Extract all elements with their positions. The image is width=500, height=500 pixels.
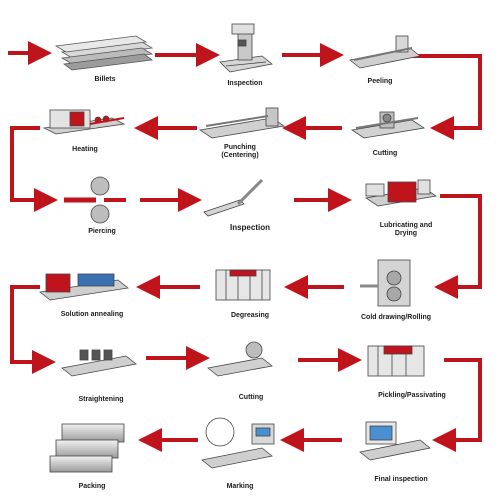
heating-furnace-icon	[42, 109, 126, 135]
degreasing-tank-icon	[215, 269, 271, 301]
flow-arrows	[8, 41, 482, 452]
step-label-marking: Marking	[226, 483, 254, 490]
tube-inspection-icon	[203, 178, 264, 217]
cold-drawing-mill-icon	[360, 259, 411, 307]
marking-machine-icon	[201, 417, 275, 469]
step-label-cold-drawing: Cold drawing/Rolling	[361, 314, 431, 321]
arrow-peeling-to-cutting	[412, 54, 482, 140]
peeling-machine-icon	[349, 35, 421, 69]
punching-machine-icon	[198, 107, 286, 139]
lubricating-tank-icon	[364, 179, 438, 207]
step-label-heating: Heating	[72, 146, 98, 153]
step-label-final-inspection: Final inspection	[374, 476, 428, 483]
step-label-solution-annealing: Solution annealing	[60, 311, 124, 318]
step-label-billets: Billets	[94, 76, 116, 83]
step-label-lubricating: Lubricating and Drying	[379, 222, 433, 237]
cutting-machine-icon	[350, 111, 426, 139]
inspection-machine-icon	[219, 23, 273, 73]
step-label-peeling: Peeling	[367, 78, 393, 85]
step-label-straightening: Straightening	[78, 396, 124, 403]
arrow-annealing-to-straightening	[10, 285, 56, 374]
billets-icon	[54, 35, 154, 71]
straightening-machine-icon	[61, 349, 137, 377]
step-label-degreasing: Degreasing	[230, 312, 270, 319]
annealing-furnace-icon	[39, 273, 129, 301]
packing-bundles-icon	[49, 423, 125, 473]
arrow-lubricating-to-cold-drawing	[434, 194, 482, 299]
step-label-piercing: Piercing	[88, 228, 116, 235]
tube-cutting-icon	[207, 341, 273, 377]
step-label-inspection-2: Inspection	[229, 223, 270, 232]
piercing-rolls-icon	[64, 176, 126, 224]
final-inspection-station-icon	[359, 421, 431, 461]
arrow-pickling-to-final-inspection	[432, 358, 482, 452]
step-label-cutting-1: Cutting	[372, 150, 398, 157]
step-label-cutting-2: Cutting	[238, 394, 264, 401]
step-label-packing: Packing	[78, 483, 106, 490]
pickling-tank-icon	[367, 345, 425, 377]
step-label-inspection-1: Inspection	[227, 80, 263, 87]
arrow-heating-to-piercing	[10, 126, 58, 212]
step-label-punching: Punching (Centering)	[221, 144, 259, 159]
step-label-pickling: Pickling/Passivating	[378, 392, 446, 399]
